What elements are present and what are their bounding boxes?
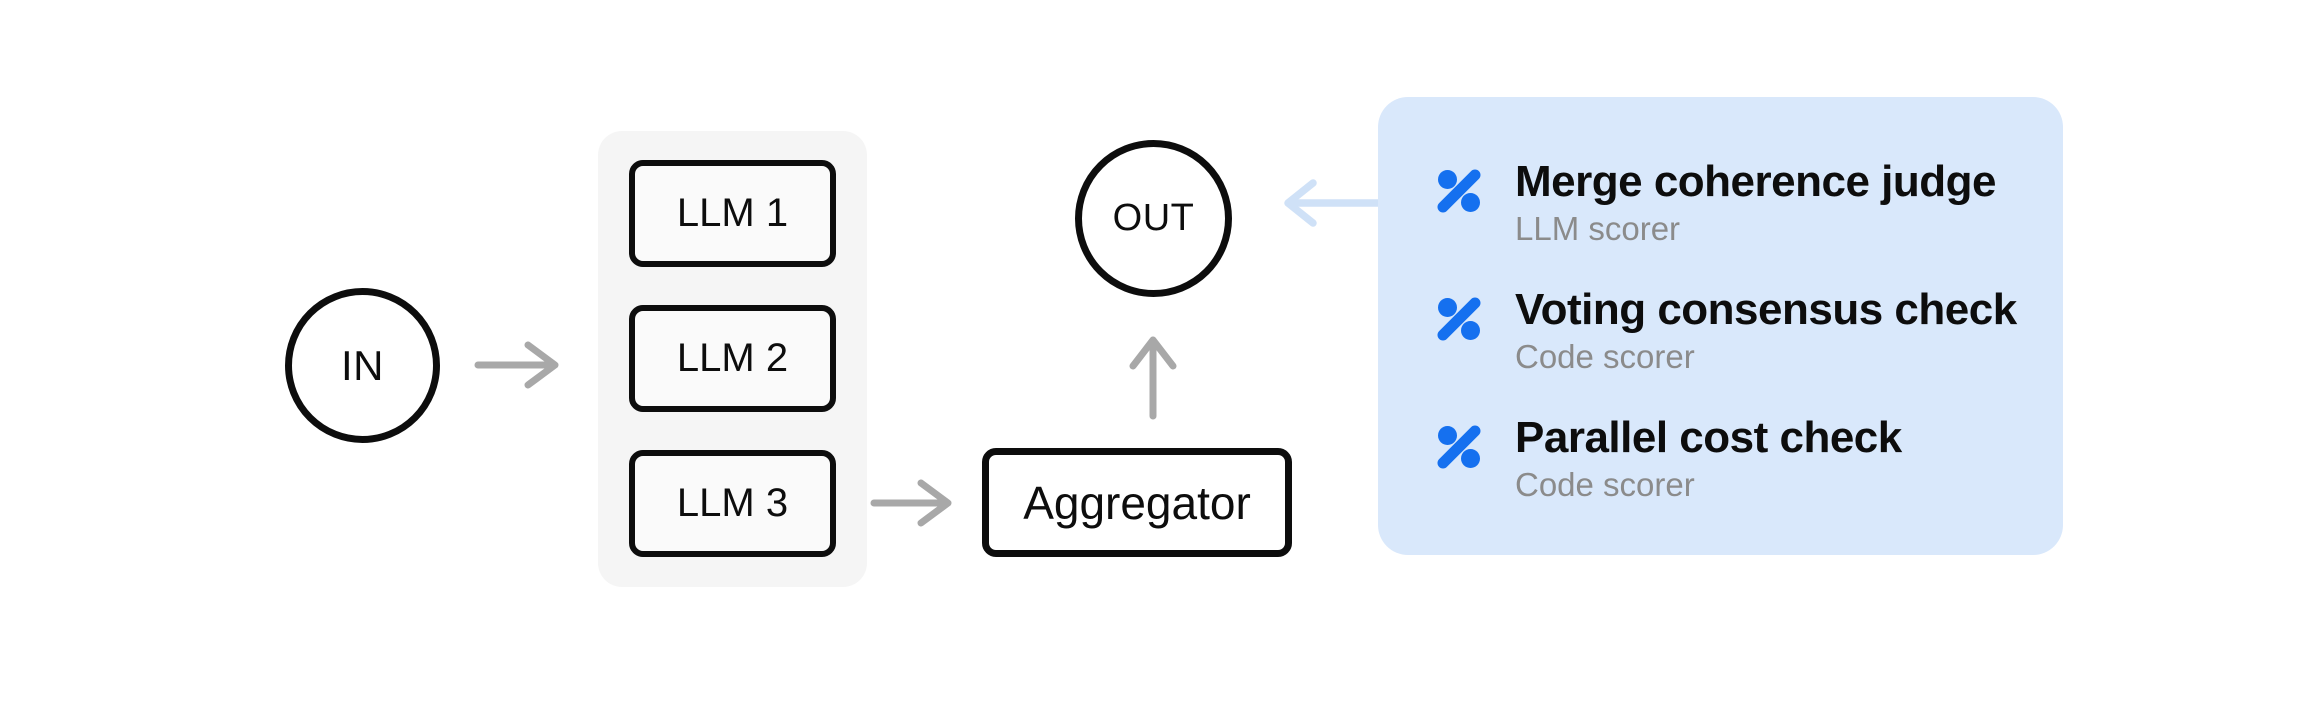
llm-node-2: LLM 2 <box>629 305 836 412</box>
llm-node-3-label: LLM 3 <box>676 481 789 525</box>
arrow-in-to-llm-group <box>474 341 559 389</box>
llm-group-container: LLM 1 LLM 2 LLM 3 <box>598 131 867 587</box>
scorer-title: Voting consensus check <box>1515 285 2017 334</box>
output-node-label: OUT <box>1112 197 1195 239</box>
scorers-panel: Merge coherence judge LLM scorer Voting … <box>1378 97 2063 555</box>
scorer-subtitle: Code scorer <box>1515 466 1695 503</box>
llm-node-3: LLM 3 <box>629 450 836 557</box>
scorer-title: Merge coherence judge <box>1515 157 1996 206</box>
llm-node-1: LLM 1 <box>629 160 836 267</box>
input-node-label: IN <box>341 341 384 389</box>
percent-scorer-icon <box>1436 297 1482 341</box>
arrow-llm3-to-aggregator <box>870 479 952 527</box>
arrow-aggregator-to-out <box>1129 336 1177 420</box>
arrow-panel-to-out <box>1284 179 1382 227</box>
scorer-item: Parallel cost check Code scorer <box>1436 413 2023 503</box>
scorer-title: Parallel cost check <box>1515 413 1902 462</box>
llm-node-1-label: LLM 1 <box>676 191 789 235</box>
llm-node-2-label: LLM 2 <box>676 336 789 380</box>
scorer-item: Merge coherence judge LLM scorer <box>1436 157 2023 247</box>
scorer-item: Voting consensus check Code scorer <box>1436 285 2023 375</box>
aggregator-node-label: Aggregator <box>1023 476 1251 529</box>
scorer-subtitle: Code scorer <box>1515 338 1695 375</box>
aggregator-node: Aggregator <box>982 448 1292 557</box>
output-node: OUT <box>1075 140 1232 297</box>
percent-scorer-icon <box>1436 169 1482 213</box>
percent-scorer-icon <box>1436 425 1482 469</box>
scorer-subtitle: LLM scorer <box>1515 210 1681 247</box>
input-node: IN <box>285 288 440 443</box>
